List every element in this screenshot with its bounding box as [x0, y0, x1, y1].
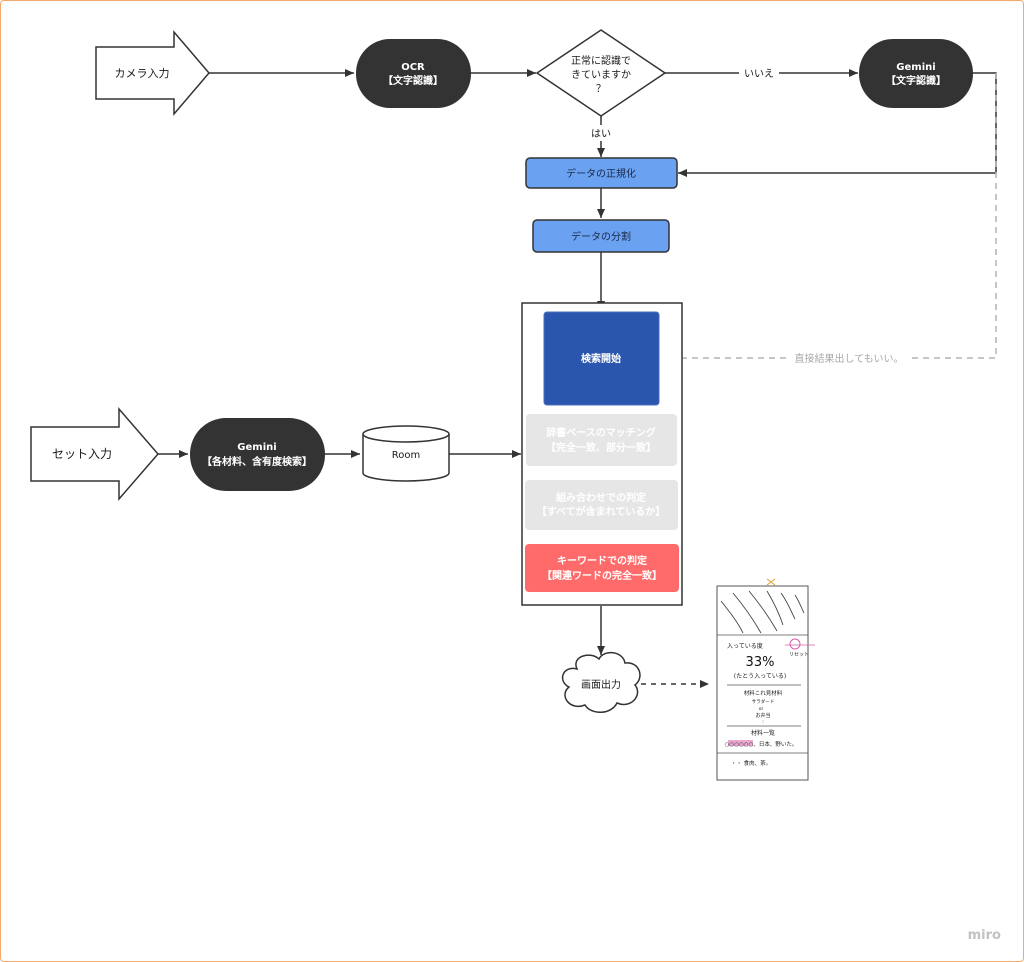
keyword-judge-label-line1: キーワードでの判定 — [557, 554, 647, 567]
edge-label-no: いいえ — [744, 68, 774, 80]
sketch-side-note: リセット — [789, 652, 809, 658]
sketch-mid-line1: 材料これ見材料 — [744, 689, 783, 697]
search-start-node[interactable]: 検索開始 — [543, 311, 660, 406]
normalize-node[interactable]: データの正規化 — [525, 157, 678, 189]
gemini-ocr-node[interactable]: Gemini 【文字認識】 — [859, 39, 973, 108]
combo-judge-node[interactable]: 組み合わせでの判定 【すべてが含まれているか】 — [525, 480, 678, 530]
sketch-list-line2: ・・ 食肉、茶。 — [731, 759, 771, 767]
normalize-label: データの正規化 — [566, 167, 636, 180]
gemini-search-node[interactable]: Gemini 【各材料、含有度検索】 — [190, 418, 325, 491]
camera-input-node[interactable]: カメラ入力 — [95, 29, 210, 117]
gemini-ocr-label-line1: Gemini — [896, 62, 935, 73]
screen-output-node[interactable]: 画面出力 — [561, 651, 641, 713]
screen-sketch-image: 入っている度 リセット 33% (たとう入っている) 材料これ見材料 サラダード… — [716, 578, 815, 781]
sketch-sub: (たとう入っている) — [734, 673, 786, 680]
sketch-mid-line5: : — [762, 719, 764, 725]
sketch-list-line1: ○○○○○○、日本、野いた。 — [725, 740, 798, 748]
sketch-mid-line3: or — [759, 706, 764, 712]
combo-judge-label-line1: 組み合わせでの判定 — [556, 491, 646, 504]
sketch-reset-mark — [789, 638, 801, 650]
split-label: データの分割 — [571, 230, 631, 243]
combo-judge-label-line2: 【すべてが含まれているか】 — [537, 505, 666, 518]
sketch-header: 入っている度 — [727, 642, 763, 650]
set-input-node[interactable]: セット入力 — [30, 406, 159, 502]
edge-label-yes: はい — [591, 128, 611, 140]
gemini-search-label-line2: 【各材料、含有度検索】 — [202, 455, 312, 468]
search-start-label: 検索開始 — [581, 352, 621, 365]
decision-label-line3: ？ — [596, 84, 606, 95]
split-node[interactable]: データの分割 — [532, 219, 670, 253]
keyword-judge-label-line2: 【関連ワードの完全一致】 — [542, 569, 662, 582]
room-label: Room — [392, 450, 420, 461]
decision-label-line2: きていますか — [571, 69, 631, 81]
sketch-percent: 33% — [746, 655, 775, 670]
screen-output-label: 画面出力 — [581, 678, 621, 691]
edge-label-direct: 直接結果出してもいい。 — [795, 352, 904, 365]
dict-match-label-line2: 【完全一致、部分一致】 — [546, 441, 656, 454]
camera-input-label: カメラ入力 — [115, 67, 170, 80]
keyword-judge-node[interactable]: キーワードでの判定 【関連ワードの完全一致】 — [525, 544, 679, 592]
sketch-list-title: 材料一覧 — [751, 729, 775, 737]
decision-node[interactable]: 正常に認識で きていますか ？ — [535, 29, 667, 117]
dict-match-label-line1: 辞書ベースのマッチング — [546, 426, 656, 439]
miro-watermark: miro — [968, 928, 1001, 943]
ocr-node[interactable]: OCR 【文字認識】 — [356, 39, 471, 108]
sketch-hatching — [720, 590, 805, 634]
sketch-highlight — [728, 740, 753, 746]
decision-label-line1: 正常に認識で — [571, 54, 631, 67]
gemini-search-label-line1: Gemini — [237, 442, 276, 453]
gemini-ocr-label-line2: 【文字認識】 — [886, 74, 946, 87]
ocr-label-line2: 【文字認識】 — [383, 74, 443, 87]
edge-gemini-direct — [659, 73, 997, 362]
room-database-node[interactable]: Room — [362, 425, 450, 482]
set-input-label: セット入力 — [52, 447, 112, 461]
ocr-label-line1: OCR — [401, 62, 425, 73]
sketch-pin-mark — [766, 578, 776, 586]
sketch-mid-line4: お弁当 — [755, 712, 770, 719]
sketch-mid-line2: サラダード — [752, 698, 775, 705]
dict-match-node[interactable]: 辞書ベースのマッチング 【完全一致、部分一致】 — [526, 414, 677, 466]
